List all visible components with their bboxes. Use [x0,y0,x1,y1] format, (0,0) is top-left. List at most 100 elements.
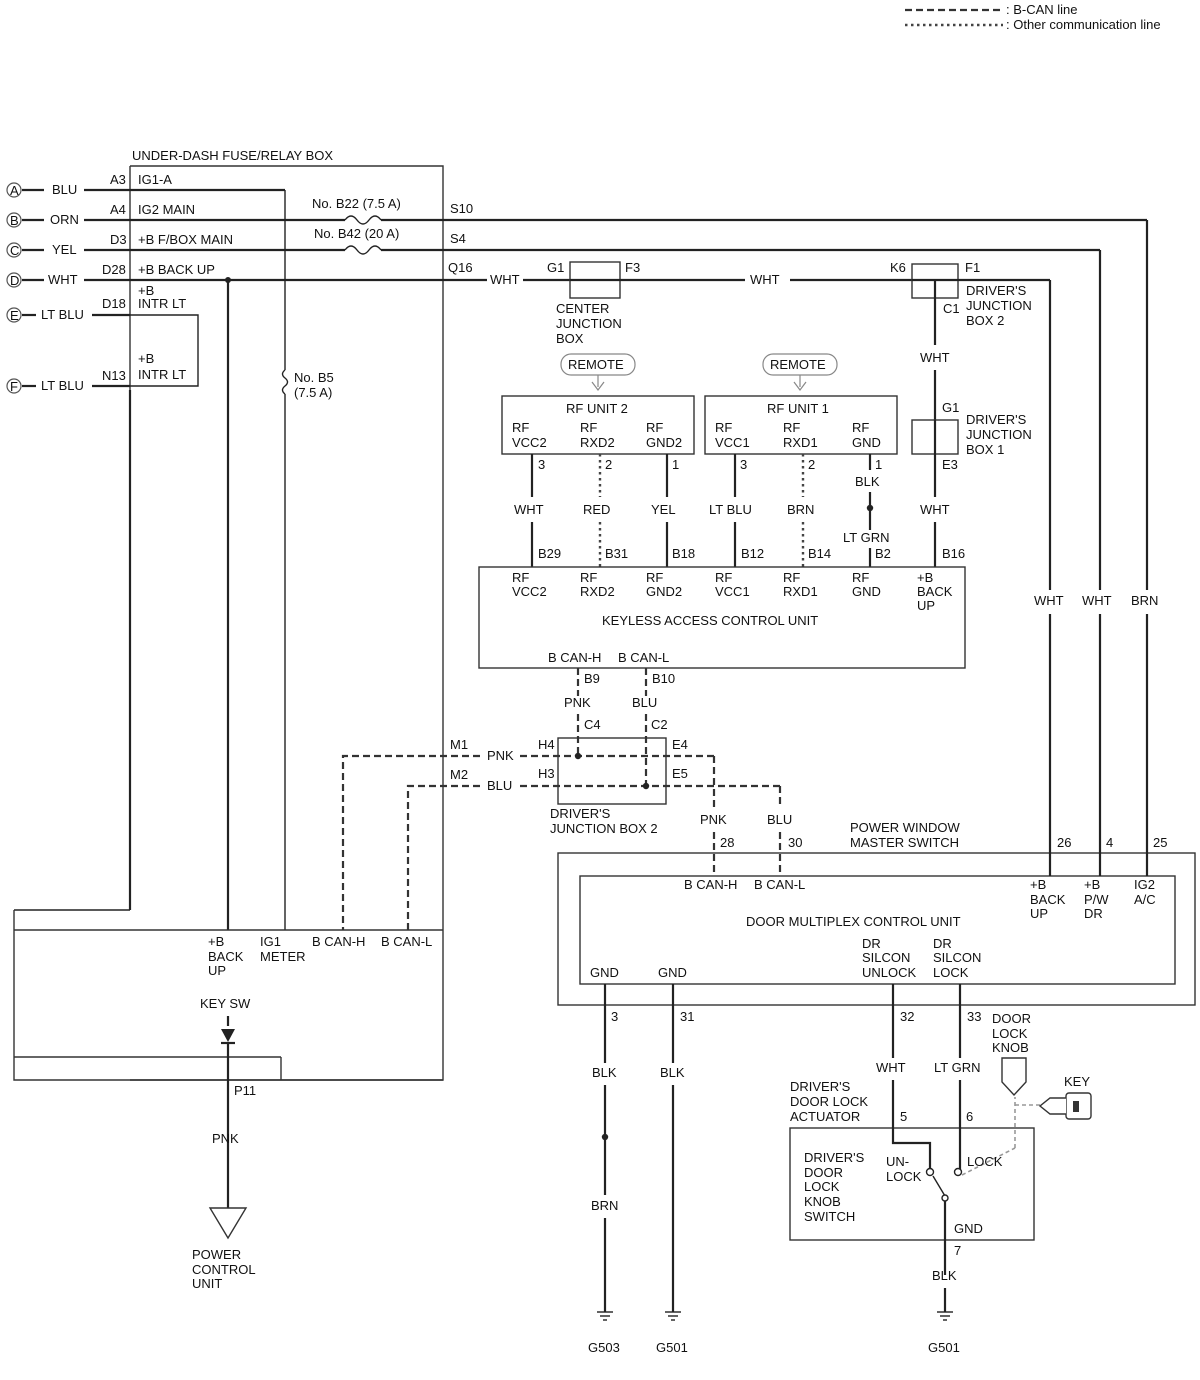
switch-unlock-2: LOCK [886,1169,922,1184]
djb2-can-name-1: DRIVER'S [550,806,611,821]
dmcu-bbackup-1: +B [1030,877,1046,892]
rf2-wire-wht: WHT [514,502,544,517]
kacu-pin-b29: B29 [538,546,561,561]
drivers-junction-box-2-can: C4 C2 H4 H3 E4 E5 PNK BLU DRIVER'S JUNCT… [487,717,792,876]
key-label: KEY [1064,1074,1090,1089]
unlock-internal-wire [891,1080,932,1170]
djb2-pin-f1: F1 [965,260,980,275]
rf2-pin1-l1: RF [512,420,529,435]
kacu-pin5-l1: RF [783,570,800,585]
fuse-intr-lt-2-b: +B [138,351,154,366]
wht-to-djb2: WHT [750,272,780,287]
rf-unit2-outline [501,395,695,455]
dmcu-lock-3: LOCK [933,965,969,980]
keyless-access-control-unit: RF VCC2 RF RXD2 RF GND2 RF VCC1 RF RXD1 … [478,566,966,786]
knob-linkage-icon [961,1147,1016,1176]
kacu-pin2-l1: RF [580,570,597,585]
meter-bcanl: B CAN-L [381,934,432,949]
djb2-can-name-2: JUNCTION BOX 2 [550,821,658,836]
rf1-gnd-splice [866,504,874,512]
rf1-pin3-l1: RF [852,420,869,435]
drivers-door-lock-actuator: DRIVER'S DOOR LOCK ACTUATOR 5 6 DRIVER'S… [789,1079,1040,1355]
kacu-pin-b10: B10 [652,671,675,686]
pwms-canl-color: BLU [767,812,792,827]
wire-c-color: YEL [52,242,77,257]
djb2-name-3: BOX 2 [966,313,1004,328]
intr-lt-jumper [130,314,199,387]
fuse-fbox-main: +B F/BOX MAIN [138,232,233,247]
djb2-can-outline [557,737,667,805]
rf2-pin3-l1: RF [646,420,663,435]
switch-lock: LOCK [967,1154,1003,1169]
connector-a-letter: A [10,183,19,198]
rf1-wire-blk: BLK [855,474,880,489]
meter-bbackup-1: +B [208,934,224,949]
ground-g501-b: G501 [928,1340,960,1355]
kacu-bbackup-3: UP [917,598,935,613]
key-sw-label: KEY SW [200,996,251,1011]
ground-g501-a-icon [665,1311,681,1321]
legend-bcan-label: : B-CAN line [1006,2,1078,17]
connector-c-circle [6,242,22,258]
djb1-pin-g1: G1 [942,400,959,415]
pcu-name-3: UNIT [192,1276,222,1291]
switch-name-4: KNOB [804,1194,841,1209]
pwms-name-1: POWER WINDOW [850,820,960,835]
rf1-pin1-l2: VCC1 [715,435,750,450]
actuator-pin-5: 5 [900,1109,907,1124]
fuse-b42-label: No. B42 (20 A) [314,226,399,241]
pin-a4: A4 [110,202,126,217]
djb2-m2-color: BLU [487,778,512,793]
pwms-pin-28: 28 [720,835,734,850]
djb2-wire-color: WHT [920,350,950,365]
kacu-pin-b12: B12 [741,546,764,561]
djb2-pin-h4: H4 [538,737,555,752]
ground-g503-icon [597,1311,613,1321]
dmcu-ig2-1: IG2 [1134,877,1155,892]
rf-unit1-outline [704,395,898,455]
unlock-wire-color: WHT [876,1060,906,1075]
dmcu-lock-1: DR [933,936,952,951]
fuse-b5-label1: No. B5 [294,370,334,385]
djb2-pin-e4: E4 [672,737,688,752]
rf1-pin2-l1: RF [783,420,800,435]
wire-a-color: BLU [52,182,77,197]
rf2-wire-red: RED [583,502,610,517]
fuse-b42-symbol [344,245,382,255]
kacu-pin-b2: B2 [875,546,891,561]
ground-circuits: BLK BRN G503 BLK G501 WHT LT GRN [588,984,980,1355]
kacu-pin-b31: B31 [605,546,628,561]
pcu-arrow-icon [208,1207,248,1240]
legend: : B-CAN line : Other communication line [905,2,1161,32]
ground-g501-b-icon [937,1311,953,1321]
dmcu-outline [579,875,1176,985]
rf2-num-2: 2 [605,457,612,472]
kacu-pin4-l1: RF [715,570,732,585]
connector-e-circle [6,307,22,323]
djb1-wire-color: WHT [920,502,950,517]
input-f: F LT BLU N13 +B INTR LT [6,351,186,394]
fuse-intr-lt-1-name: INTR LT [138,296,186,311]
pwms-pin-25: 25 [1153,835,1167,850]
pwms-canh-color: PNK [700,812,727,827]
rf1-wire-ltgrn: LT GRN [843,530,889,545]
center-jb-pin-f3: F3 [625,260,640,275]
meter-bbackup-2: BACK [208,949,244,964]
center-jb-name-3: BOX [556,331,584,346]
kacu-pin-b9: B9 [584,671,600,686]
djb2-pin-e5: E5 [672,766,688,781]
pin-d28: D28 [102,262,126,277]
pwms-pin-26: 26 [1057,835,1071,850]
can-l-splice [642,782,650,790]
rf2-pin1-l2: VCC2 [512,435,547,450]
wire-b-color: ORN [50,212,79,227]
kacu-bbackup-1: +B [917,570,933,585]
dmcu-ig2-2: A/C [1134,892,1156,907]
actuator-name-1: DRIVER'S [790,1079,851,1094]
knob-name-2: LOCK [992,1026,1028,1041]
actuator-pin-7: 7 [954,1243,961,1258]
djb1-name-1: DRIVER'S [966,412,1027,427]
meter-ig1-1: IG1 [260,934,281,949]
drivers-junction-box-1: G1 E3 DRIVER'S JUNCTION BOX 1 WHT B16 [911,400,1032,567]
